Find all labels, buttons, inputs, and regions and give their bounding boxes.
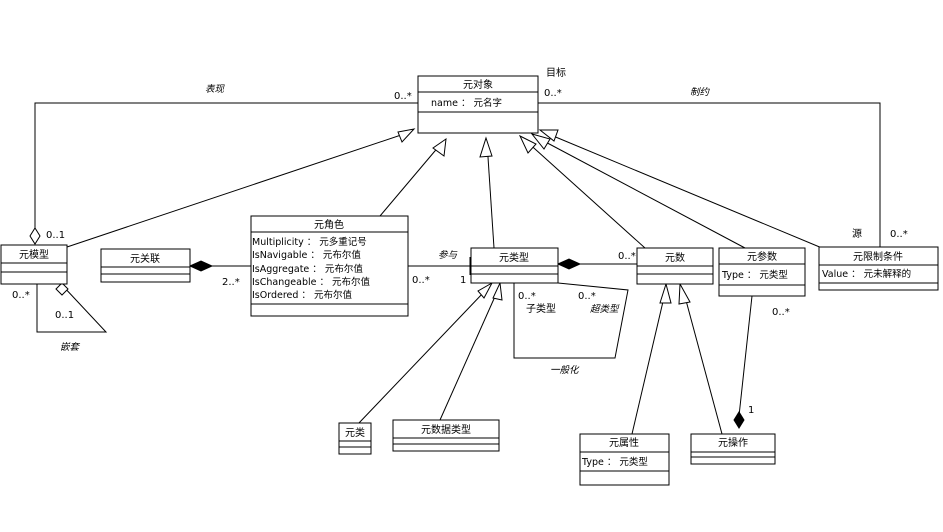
role-label-supertype: 超类型 (590, 304, 620, 315)
gen-attribute-number (631, 292, 666, 435)
gen-operation-number (683, 292, 723, 435)
triangle-head (518, 134, 537, 154)
generalization-loop (513, 282, 629, 359)
triangle-head (397, 128, 416, 143)
triangle-head (678, 282, 691, 305)
multiplicity: 0..* (890, 229, 908, 240)
triangle-head (492, 281, 503, 301)
class-attribute: IsNavigable ： 元布尔值 (252, 249, 361, 261)
role-label-source: 源 (852, 227, 862, 240)
multiplicity: 2..* (222, 277, 240, 288)
class-attribute: Type ： 元类型 (721, 269, 788, 281)
class-name: 元属性 (609, 436, 639, 449)
class-attribute: Multiplicity ： 元多重记号 (252, 236, 367, 248)
class-name: 元操作 (718, 436, 748, 449)
multiplicity: 1 (748, 405, 754, 416)
class-meta-attribute[interactable]: 元属性 Type ： 元类型 (579, 433, 670, 486)
class-meta-number[interactable]: 元数 (636, 247, 714, 285)
class-name: 元角色 (314, 218, 344, 231)
multiplicity: 0..* (772, 307, 790, 318)
triangle-head (432, 137, 447, 157)
class-attribute: Value ： 元未解释的 (822, 268, 911, 280)
role-label-subtype: 子类型 (526, 302, 556, 315)
gen-constraint-object (545, 132, 823, 249)
aggregation-diamond (29, 227, 41, 245)
class-name: 元数 (665, 251, 685, 264)
multiplicity: 0..* (578, 291, 596, 302)
class-attribute: Type ： 元类型 (581, 456, 648, 468)
triangle-head (530, 133, 551, 150)
assoc-label-constrain: 制约 (690, 87, 711, 98)
multiplicity: 1 (460, 275, 466, 286)
class-meta-type[interactable]: 元类型 (470, 247, 559, 284)
class-meta-object[interactable]: 元对象 name ： 元名字 (417, 75, 539, 134)
class-name: 元参数 (747, 250, 777, 263)
class-name: 元类型 (499, 251, 529, 264)
class-attribute: IsOrdered ： 元布尔值 (252, 289, 352, 301)
composition-diamond (556, 258, 582, 270)
assoc-label-represent: 表现 (205, 84, 226, 95)
class-meta-role[interactable]: 元角色 Multiplicity ： 元多重记号 IsNavigable ： 元… (250, 215, 409, 317)
composition-diamond (188, 260, 214, 272)
gen-param-object (537, 137, 746, 249)
class-name: 元模型 (19, 248, 49, 261)
class-meta-parameter[interactable]: 元参数 Type ： 元类型 (718, 247, 806, 297)
class-name: 元限制条件 (853, 250, 903, 263)
assoc-label-participate: 参与 (438, 249, 458, 261)
multiplicity: 0..* (518, 291, 536, 302)
class-meta-class[interactable]: 元类 (338, 422, 372, 455)
gen-type-object (486, 141, 495, 249)
gen-role-object (379, 144, 441, 217)
class-name: 元类 (345, 426, 365, 439)
role-label-target: 目标 (546, 67, 566, 79)
class-attribute: IsChangeable ： 元布尔值 (252, 276, 370, 288)
class-name: 元数据类型 (421, 423, 471, 436)
multiplicity: 0..* (618, 251, 636, 262)
aggregation-diamond (55, 282, 69, 296)
triangle-head (538, 129, 559, 142)
multiplicity: 0..1 (46, 230, 65, 241)
class-attribute: IsAggregate ： 元布尔值 (252, 263, 363, 275)
class-meta-datatype[interactable]: 元数据类型 (392, 419, 500, 452)
composition-diamond (733, 411, 745, 429)
assoc-label-generalization: 一般化 (550, 364, 580, 376)
nesting-loop (36, 284, 108, 333)
class-name: 元对象 (463, 78, 493, 91)
class-meta-operation[interactable]: 元操作 (690, 433, 776, 465)
operation-param-link (738, 295, 753, 417)
multiplicity: 0..1 (55, 310, 74, 321)
multiplicity: 0..* (394, 91, 412, 102)
multiplicity: 0..* (12, 290, 30, 301)
gen-datatype-type (439, 291, 498, 421)
constrain-link (538, 102, 881, 247)
class-meta-constraint[interactable]: 元限制条件 Value ： 元未解释的 (818, 246, 939, 291)
gen-model-object (66, 131, 411, 248)
represent-link (34, 102, 418, 229)
gen-number-object (524, 139, 646, 249)
class-attribute: name ： 元名字 (431, 97, 502, 109)
class-meta-model[interactable]: 元模型 (0, 244, 68, 285)
multiplicity: 0..* (544, 88, 562, 99)
triangle-head (479, 136, 493, 158)
gen-class-type (357, 291, 485, 425)
multiplicity: 0..* (412, 275, 430, 286)
class-meta-association[interactable]: 元关联 (100, 248, 191, 283)
class-name: 元关联 (130, 252, 160, 265)
triangle-head (659, 282, 672, 304)
assoc-label-nesting: 嵌套 (60, 342, 81, 353)
triangle-head (477, 281, 494, 299)
